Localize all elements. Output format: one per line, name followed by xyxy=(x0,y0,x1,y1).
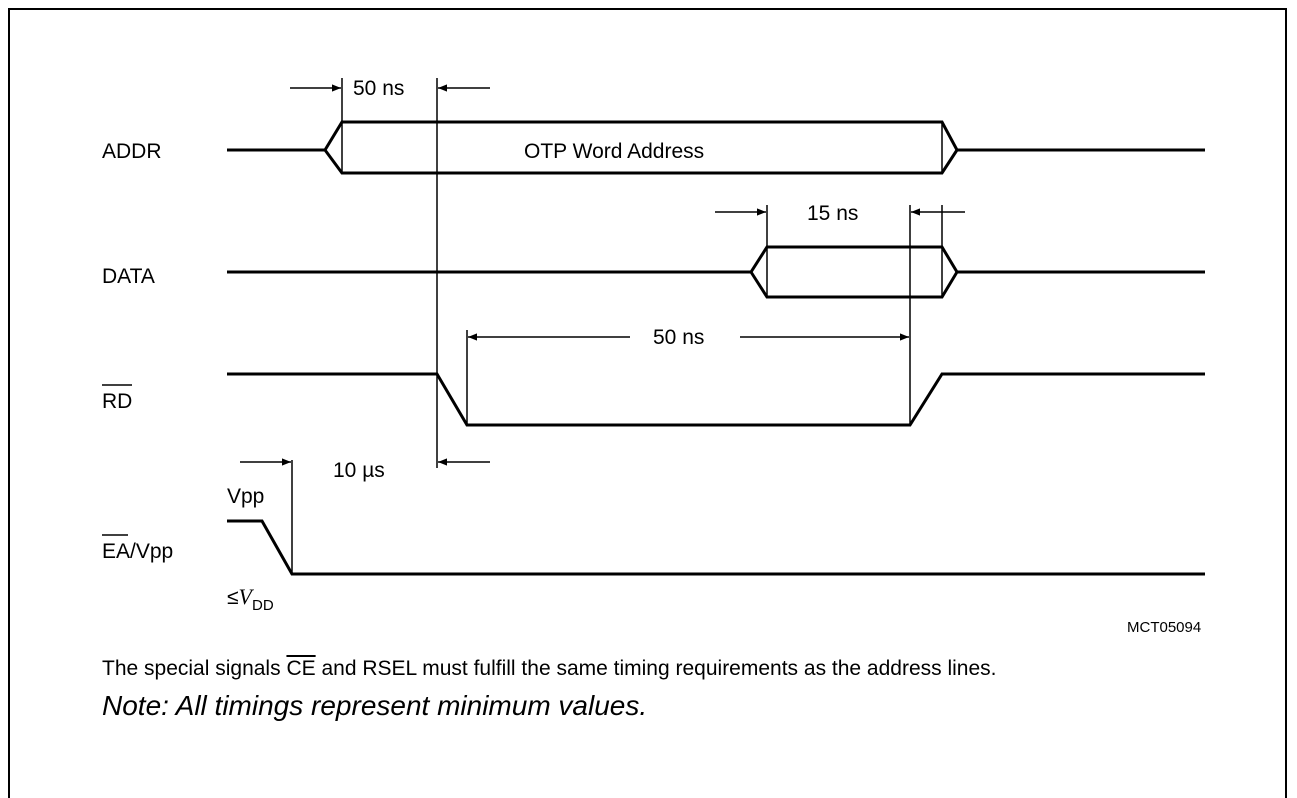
ce-signal: CE xyxy=(286,657,316,680)
timing-rd-pulse: 50 ns xyxy=(653,326,704,349)
timing-addr-setup: 50 ns xyxy=(353,77,404,100)
note-minimum-values: Note: All timings represent minimum valu… xyxy=(102,690,648,721)
timing-diagram: ADDR DATA RD EA/Vpp OTP Word Address 50 … xyxy=(102,77,1205,636)
addr-bus-label: OTP Word Address xyxy=(524,140,704,163)
level-vpp: Vpp xyxy=(227,485,264,508)
figure-frame xyxy=(8,8,1287,798)
signal-label-rd: RD xyxy=(102,390,132,413)
rd-waveform xyxy=(227,372,1205,427)
addr-waveform xyxy=(227,120,1205,175)
signal-label-ea-vpp: EA/Vpp xyxy=(102,540,173,563)
ea-bar-text: EA xyxy=(102,540,130,563)
note-special-signals: The special signals CE and RSEL must ful… xyxy=(102,657,997,680)
figure-code: MCT05094 xyxy=(1127,619,1201,636)
timing-data-hold: 15 ns xyxy=(807,202,858,225)
signal-label-addr: ADDR xyxy=(102,140,162,163)
ea-rest-text: /Vpp xyxy=(130,540,173,563)
level-vdd: ≤VDD xyxy=(227,584,274,614)
ea-vpp-waveform xyxy=(227,519,1205,576)
timing-vpp-delay: 10 µs xyxy=(333,459,385,482)
signal-label-data: DATA xyxy=(102,265,155,288)
data-waveform xyxy=(227,245,1205,299)
